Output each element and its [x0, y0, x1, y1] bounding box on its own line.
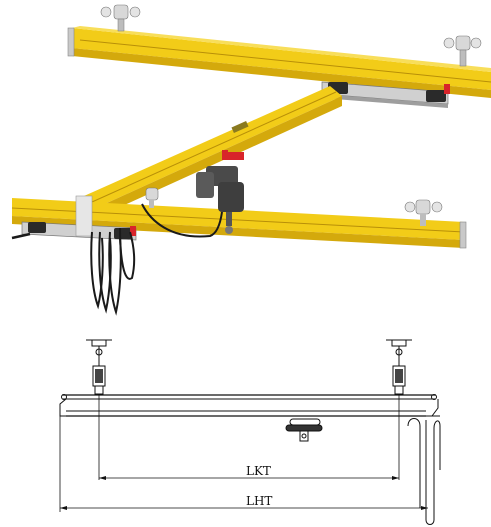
chain-hoist: [196, 150, 244, 234]
drawing-suspension-right: [386, 339, 412, 480]
bridge-span-label: LKT: [246, 464, 271, 478]
lower-suspension-left: [145, 187, 159, 208]
drawing-bridge-beam: [59, 398, 439, 417]
upper-suspension-right: [443, 35, 482, 67]
dimension-lkt: [99, 476, 399, 480]
drawing-trolley: [285, 418, 323, 442]
upper-end-truck: [321, 81, 450, 108]
bridge-beam: [84, 86, 342, 218]
festoon-cables: [11, 203, 223, 316]
crane-technical-drawing: [59, 339, 441, 525]
drawing-suspension-left: [86, 339, 112, 480]
drawing-runway-rail: [61, 394, 437, 400]
crane-3d-render: [11, 4, 491, 316]
drawing-end-hook: [407, 415, 441, 525]
dimension-lht: [59, 416, 428, 512]
track-length-label: LHT: [246, 494, 272, 508]
upper-suspension-left: [100, 4, 141, 32]
lower-suspension-right: [404, 199, 443, 226]
upper-runway-rail: [67, 26, 491, 98]
lower-end-truck: [21, 195, 137, 241]
